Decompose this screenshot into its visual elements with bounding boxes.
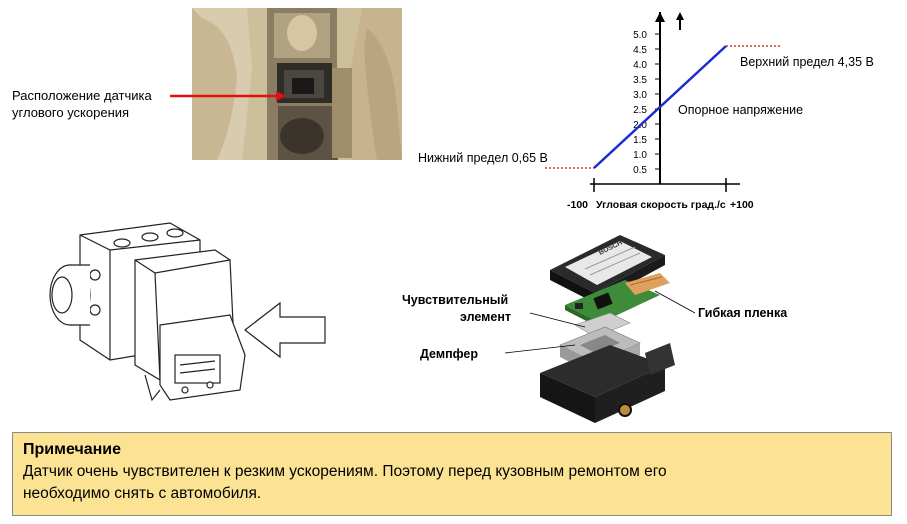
photo-caption: Расположение датчика углового ускорения [12,87,152,121]
y-axis-arrow [655,12,665,22]
photo-caption-line2: углового ускорения [12,105,130,120]
abs-unit-drawing [49,222,326,402]
y-tick-label: 4.5 [633,45,647,56]
note-line1: Датчик очень чувствителен к резким ускор… [23,463,667,480]
y-tick-label: 4.0 [633,60,647,71]
voltage-graph: 5.04.54.03.53.02.52.01.51.00.5 Верхний п… [418,12,874,211]
pointer-arrow [170,91,286,101]
y-tick-label: 5.0 [633,30,647,41]
y-tick-label: 3.5 [633,75,647,86]
lower-limit-label: Нижний предел 0,65 В [418,151,548,165]
x-axis-label: Угловая скорость град./с [596,199,726,211]
sensor-location-photo [192,8,402,160]
flex-film [625,273,670,295]
y-tick-label: 1.0 [633,150,647,161]
sensor-exploded-view: BOSCH Чувствительный элемент Демпфер Гиб… [402,235,788,423]
reference-voltage-label: Опорное напряжение [678,103,803,117]
leader-sensitive [529,312,586,328]
output-voltage-line [593,45,727,169]
photo-caption-line1: Расположение датчика [12,88,152,103]
note-box: Примечание Датчик очень чувствителен к р… [12,432,892,516]
circuit-board [565,273,670,328]
x-left-label: -100 [567,199,588,211]
leader-damper [504,344,576,354]
note-line2: необходимо снять с автомобиля. [23,485,262,502]
direction-arrow [244,301,326,359]
label-flex-film: Гибкая пленка [698,306,788,320]
leader-film [654,290,696,314]
label-sensitive-line2: элемент [460,310,511,324]
label-damper: Демпфер [420,347,478,361]
x-right-label: +100 [730,199,754,211]
y-tick-label: 3.0 [633,90,647,101]
sensor-housing [540,343,675,423]
y-tick-label: 0.5 [633,165,647,176]
label-sensitive-line1: Чувствительный [402,293,508,307]
note-title: Примечание [23,441,122,458]
y-tick-label: 2.5 [633,105,647,116]
y-tick-label: 1.5 [633,135,647,146]
note-text: Датчик очень чувствителен к резким ускор… [23,461,881,505]
upper-limit-label: Верхний предел 4,35 В [740,55,874,69]
